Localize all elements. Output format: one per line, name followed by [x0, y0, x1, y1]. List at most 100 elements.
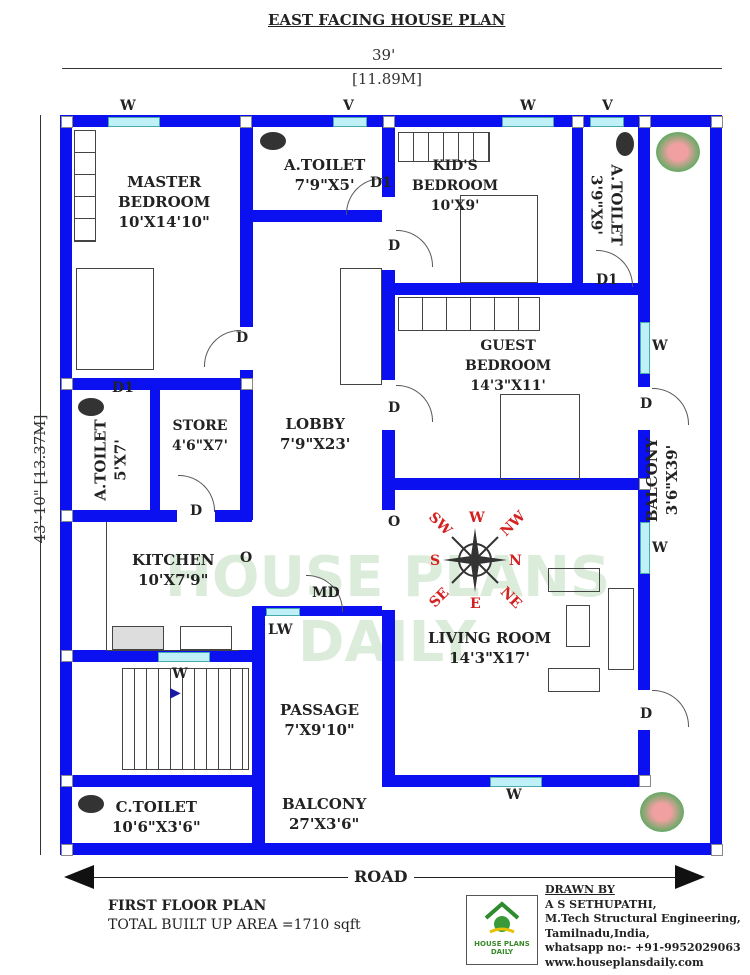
opening-mark: O: [388, 514, 401, 530]
logo: HOUSE PLANS DAILY: [466, 895, 538, 965]
window: [502, 117, 554, 127]
louver-window-mark: LW: [268, 622, 293, 638]
room-name: PASSAGE: [280, 701, 360, 719]
wall: [382, 283, 650, 295]
compass-n: N: [509, 553, 522, 569]
bed-master: [76, 268, 154, 370]
room-size: 14'3"X17': [449, 649, 530, 667]
wall: [240, 127, 253, 327]
column: [61, 650, 73, 662]
door-mark: D: [640, 706, 653, 722]
door-mark: D1: [370, 175, 392, 191]
compass: W NW N NE E SE S SW: [425, 508, 529, 612]
column: [61, 116, 73, 128]
door-mark: D: [236, 330, 249, 346]
vent-mark: V: [602, 98, 613, 114]
width-dim-line: [62, 68, 722, 69]
room-name: A.TOILET: [91, 419, 110, 501]
room-size: 10'X14'10": [118, 213, 210, 231]
wall: [710, 115, 722, 855]
door[interactable]: [396, 230, 433, 267]
room-name: C.TOILET: [115, 798, 197, 816]
width-m: [11.89M]: [352, 70, 423, 88]
wardrobe: [398, 297, 540, 331]
wc-icon: [616, 132, 634, 156]
wall: [72, 775, 265, 787]
credits-place: Tamilnadu,India,: [545, 926, 650, 940]
wall: [382, 430, 395, 510]
passage-label: PASSAGE 7'X9'10": [280, 700, 359, 740]
height-m: [13.37M]: [31, 414, 49, 485]
compass-w: W: [469, 510, 485, 526]
compass-s: S: [430, 553, 441, 569]
floor-name: FIRST FLOOR PLAN: [108, 898, 267, 914]
height-ft: 43'-10": [31, 489, 49, 544]
room-name: BEDROOM: [412, 178, 499, 194]
room-name: BEDROOM: [465, 358, 552, 374]
window: [490, 777, 542, 787]
credits-name: A S SETHUPATHI,: [545, 897, 657, 911]
credits: DRAWN BY A S SETHUPATHI, M.Tech Structur…: [545, 883, 741, 970]
window-mark: W: [120, 98, 136, 114]
table-living: [566, 605, 590, 647]
door[interactable]: [652, 388, 689, 425]
atoilet-top-label: A.TOILET 7'9"X5': [284, 155, 365, 195]
wall: [252, 210, 382, 222]
window: [266, 608, 300, 616]
living-room-label: LIVING ROOM 14'3"X17': [428, 628, 551, 668]
wc-icon: [78, 398, 104, 416]
room-name: MASTER: [127, 173, 202, 191]
column: [639, 116, 651, 128]
kitchen-counter: [106, 522, 239, 651]
room-size: 10'X9': [430, 198, 480, 214]
road-arrow-right-icon: [675, 865, 705, 889]
width-ft: 39': [372, 46, 396, 64]
wardrobe: [74, 130, 96, 242]
column: [61, 844, 73, 856]
room-size: 7'9"X5': [294, 176, 355, 194]
main-door-mark: MD: [312, 585, 340, 601]
window: [640, 522, 650, 574]
wall: [382, 478, 650, 490]
sofa-living: [608, 588, 634, 670]
window-mark: W: [652, 338, 668, 354]
window: [158, 652, 210, 662]
door-mark: D1: [112, 380, 134, 396]
credits-qual: M.Tech Structural Engineering,: [545, 912, 741, 925]
room-name: BEDROOM: [118, 193, 211, 211]
column: [639, 478, 651, 490]
credits-heading: DRAWN BY: [545, 883, 615, 896]
door[interactable]: [396, 385, 433, 422]
road-label: ROAD: [348, 867, 414, 887]
compass-e: E: [470, 596, 481, 612]
column: [572, 116, 584, 128]
sofa-living: [548, 568, 600, 592]
window-mark: W: [506, 787, 522, 803]
sofa-lobby: [340, 268, 382, 385]
watermark-l1: HOUSE PLANS: [165, 545, 611, 610]
column: [61, 510, 73, 522]
compass-rose-icon: [443, 528, 507, 592]
height-dim-line: [40, 115, 41, 855]
room-size: 5'X7': [111, 439, 130, 481]
wall: [215, 510, 252, 522]
window: [108, 117, 160, 127]
room-name: A.TOILET: [284, 156, 366, 174]
credits-web[interactable]: www.houseplansdaily.com: [545, 955, 704, 969]
room-name: LIVING ROOM: [428, 629, 552, 647]
credits-phone: whatsapp no:- +91-9952029063: [545, 941, 741, 954]
room-size: 7'X9'10": [284, 721, 355, 739]
door[interactable]: [652, 690, 689, 727]
plan-title: EAST FACING HOUSE PLAN: [268, 11, 506, 29]
window: [333, 117, 367, 127]
room-size: 27'X3'6": [288, 815, 360, 833]
window-mark: W: [652, 540, 668, 556]
room-size: 14'3"X11': [470, 378, 546, 394]
plant-icon: [640, 792, 684, 832]
